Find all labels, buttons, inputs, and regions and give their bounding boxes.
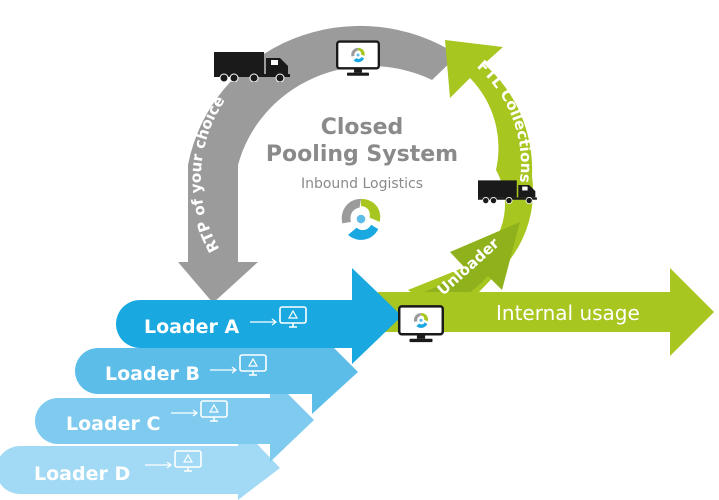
center-title-line1: Closed bbox=[321, 115, 404, 140]
loader-d-transfer bbox=[145, 450, 202, 472]
loader-label-b: Loader B bbox=[105, 363, 200, 385]
loader-arrow-c bbox=[35, 376, 314, 462]
loader-label-c: Loader C bbox=[66, 413, 160, 435]
loader-b-transfer bbox=[210, 354, 267, 376]
loader-a-transfer bbox=[250, 306, 307, 328]
pooling-logo-icon bbox=[341, 198, 381, 240]
loader-label-a: Loader A bbox=[144, 316, 239, 338]
gray-loop-arrow bbox=[178, 25, 458, 303]
internal-usage-arrow bbox=[378, 268, 714, 356]
loader-arrow-d bbox=[0, 424, 280, 500]
loader-arrow-a bbox=[116, 268, 402, 364]
monitor-icon bbox=[336, 40, 380, 77]
internal-usage-label: Internal usage bbox=[496, 301, 640, 325]
center-title-line2: Pooling System bbox=[266, 142, 458, 167]
loader-c-transfer bbox=[171, 400, 228, 422]
monitor-icon bbox=[398, 305, 444, 344]
center-subtitle: Inbound Logistics bbox=[301, 176, 423, 192]
loader-label-d: Loader D bbox=[34, 463, 130, 485]
